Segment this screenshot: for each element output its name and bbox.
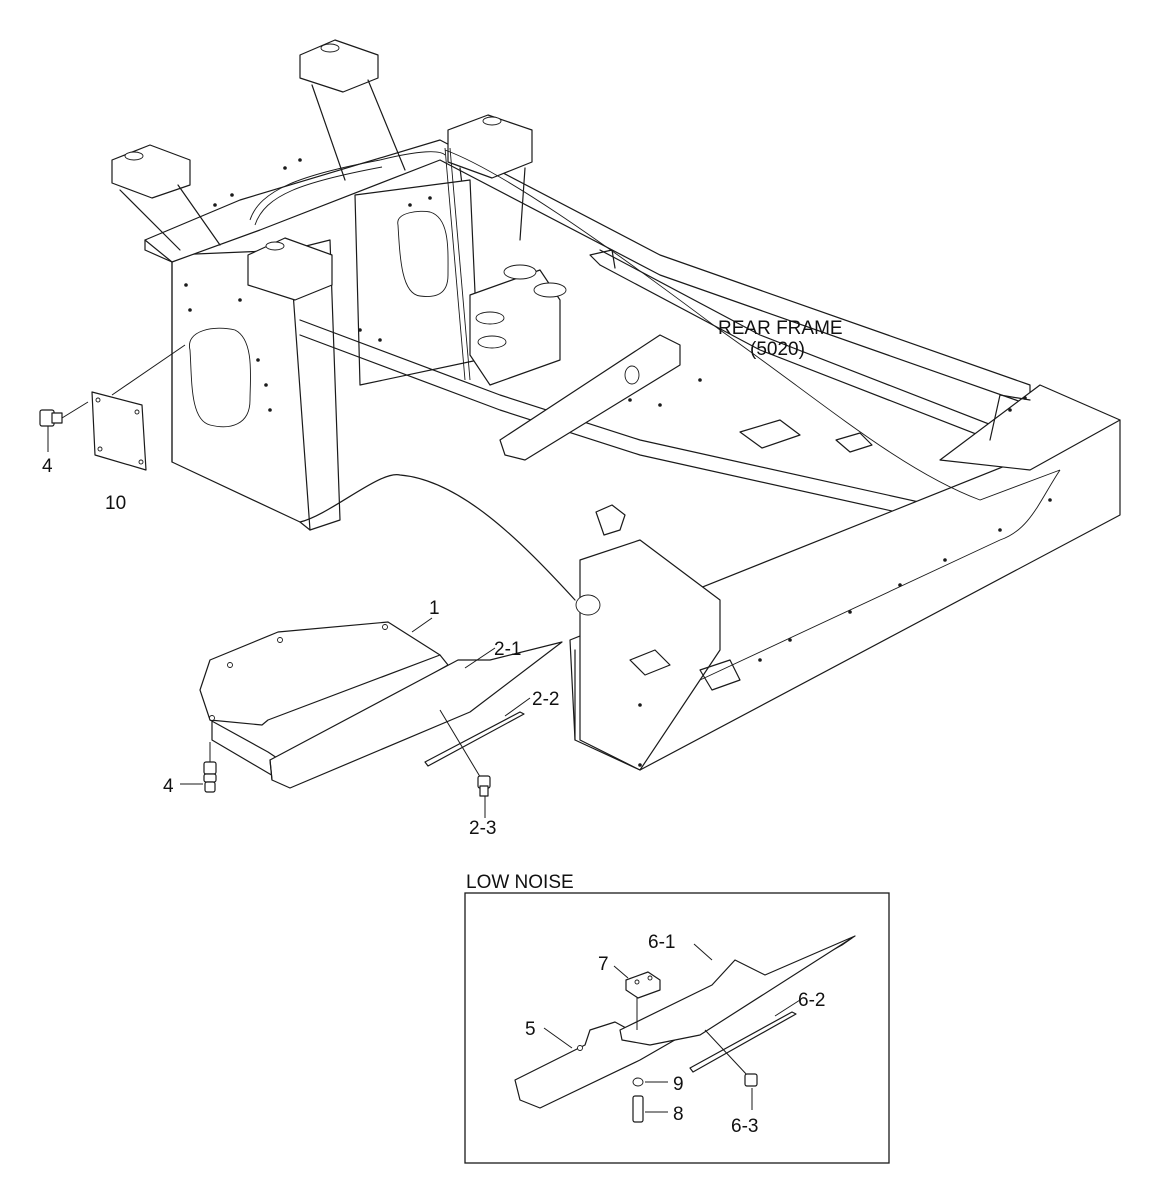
bolt-4-top bbox=[39, 401, 89, 452]
washer-9 bbox=[632, 1077, 644, 1087]
rear-frame-label: REAR FRAME bbox=[718, 318, 843, 339]
leader-1 bbox=[411, 617, 433, 633]
callout-2-3: 2-3 bbox=[469, 818, 496, 839]
bolt-8 bbox=[632, 1095, 644, 1123]
bolt-4-bottom bbox=[180, 742, 217, 793]
cover-2-1 bbox=[269, 641, 563, 789]
seal-6-2 bbox=[689, 1011, 797, 1073]
leader-2-2 bbox=[504, 697, 531, 717]
callout-5: 5 bbox=[525, 1019, 536, 1040]
leader-2-1 bbox=[464, 647, 496, 669]
callout-6-2: 6-2 bbox=[798, 990, 825, 1011]
seal-2-2 bbox=[424, 711, 525, 767]
callout-8: 8 bbox=[673, 1104, 684, 1125]
callout-2-1: 2-1 bbox=[494, 639, 521, 660]
rear-frame bbox=[111, 39, 1121, 771]
cover-1 bbox=[199, 621, 449, 781]
callout-6-1: 6-1 bbox=[648, 932, 675, 953]
bolt-2-3 bbox=[439, 709, 491, 818]
callout-10: 10 bbox=[105, 493, 126, 514]
inset-title: LOW NOISE bbox=[466, 872, 574, 893]
callout-1: 1 bbox=[429, 598, 440, 619]
callout-4-bottom: 4 bbox=[163, 776, 174, 797]
callout-9: 9 bbox=[673, 1074, 684, 1095]
bolt-6-3 bbox=[744, 1073, 758, 1087]
callout-4-top: 4 bbox=[42, 456, 53, 477]
callout-2-2: 2-2 bbox=[532, 689, 559, 710]
block-7 bbox=[625, 971, 661, 999]
low-noise-inset bbox=[464, 892, 890, 1164]
frame-holes bbox=[184, 158, 1052, 767]
cover-6-1 bbox=[619, 935, 856, 1046]
rear-frame-number: (5020) bbox=[750, 339, 805, 360]
cover-plate-10 bbox=[91, 344, 186, 471]
callout-7: 7 bbox=[598, 954, 609, 975]
callout-6-3: 6-3 bbox=[731, 1116, 758, 1137]
